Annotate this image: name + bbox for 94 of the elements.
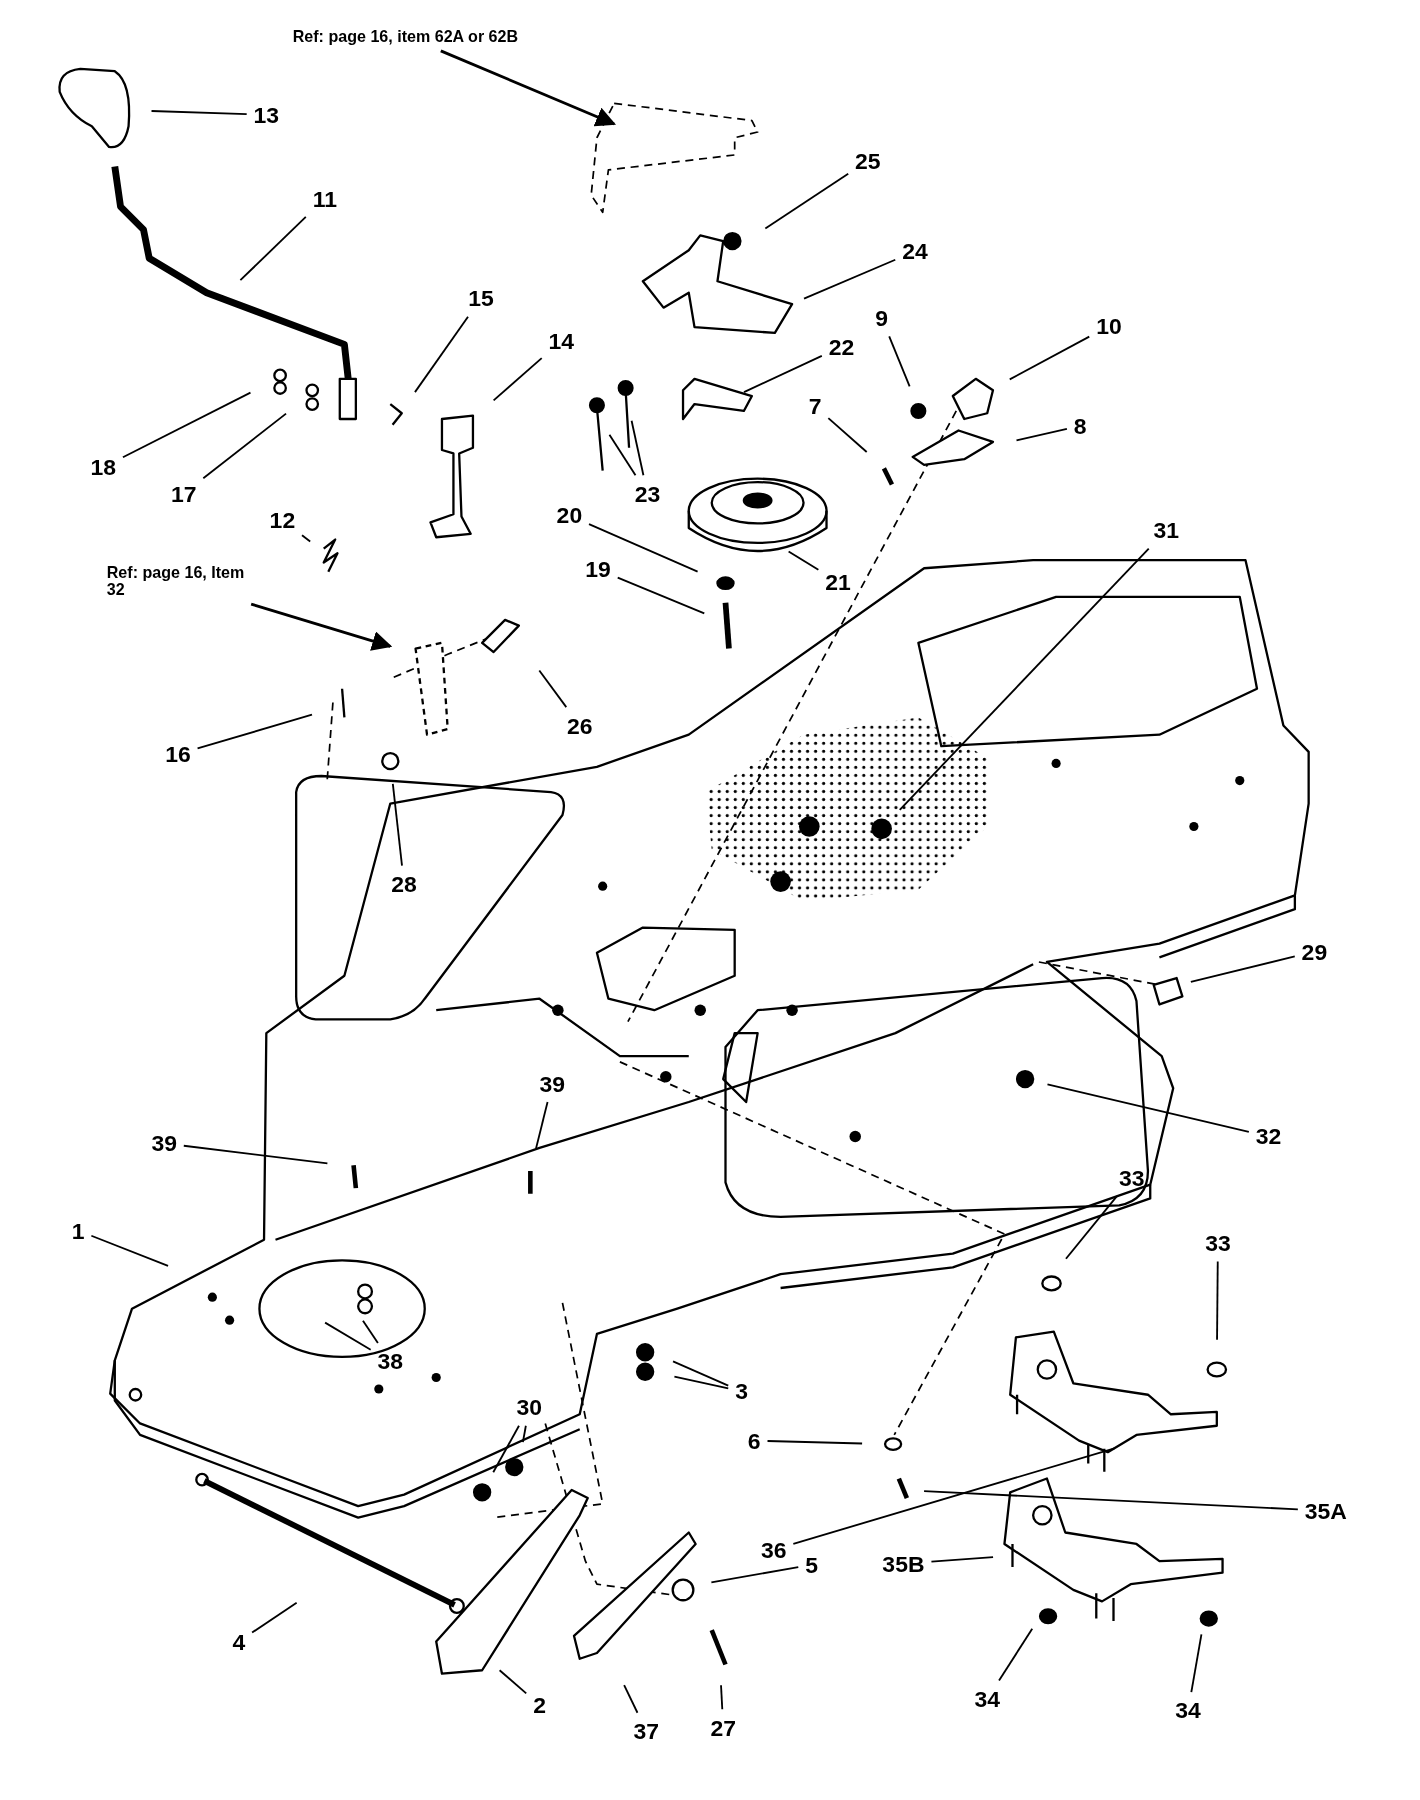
- leader-line: [150, 110, 248, 116]
- leader-line: [1190, 1633, 1203, 1693]
- callout-number: 23: [634, 481, 661, 507]
- leader-line: [1065, 1195, 1118, 1260]
- reference-note: Ref: page 16, item 62A or 62B: [292, 27, 638, 46]
- leader-line: [720, 1684, 724, 1711]
- callout-number: 26: [566, 712, 593, 739]
- leader-line: [888, 335, 911, 388]
- leader-line: [827, 417, 868, 453]
- leader-line: [122, 391, 252, 459]
- leader-line: [301, 534, 312, 543]
- leader-line: [1216, 1260, 1219, 1341]
- callout-number: 8: [1073, 413, 1087, 439]
- leader-line: [90, 1234, 169, 1267]
- callout-number: 4: [232, 1628, 246, 1655]
- callout-number: 35B: [882, 1550, 925, 1577]
- callout-number: 5: [805, 1552, 818, 1578]
- callout-number: 25: [855, 148, 881, 174]
- callout-number: 21: [825, 569, 851, 595]
- callout-number: 32: [1255, 1123, 1282, 1150]
- callout-number: 39: [539, 1071, 565, 1097]
- leader-line: [538, 669, 568, 709]
- leader-line: [1046, 1083, 1250, 1133]
- callout-number: 10: [1096, 313, 1122, 339]
- leader-line: [803, 258, 897, 300]
- callout-number: 29: [1301, 939, 1328, 965]
- callout-number: 13: [253, 102, 280, 128]
- leader-line: [1015, 427, 1068, 442]
- leader-line: [792, 1447, 1116, 1545]
- callout-number: 28: [391, 871, 417, 897]
- callout-number: 27: [710, 1715, 736, 1741]
- callout-number: 2: [533, 1692, 546, 1718]
- leader-line: [766, 1440, 863, 1445]
- reference-arrow: [440, 49, 616, 127]
- callout-number: 37: [633, 1718, 660, 1744]
- leader-line: [930, 1556, 994, 1563]
- callout-number: 19: [585, 556, 611, 582]
- callout-number: 34: [974, 1686, 1000, 1712]
- callout-number: 22: [828, 334, 855, 360]
- leader-line: [251, 1601, 298, 1634]
- leader-line: [743, 354, 823, 394]
- callout-number: 38: [377, 1348, 404, 1375]
- callout-number: 6: [747, 1428, 761, 1454]
- callout-number: 18: [90, 454, 117, 480]
- callout-number: 9: [875, 305, 888, 331]
- leader-line: [764, 172, 850, 230]
- callout-number: 20: [556, 502, 583, 529]
- leader-line: [492, 357, 543, 402]
- callout-number: 12: [269, 507, 296, 533]
- callout-number: 17: [170, 481, 197, 507]
- callout-number: 35A: [1304, 1498, 1347, 1524]
- leader-line: [1008, 335, 1091, 381]
- leader-line: [998, 1627, 1034, 1682]
- leader-line: [202, 412, 287, 480]
- leader-line: [710, 1566, 800, 1584]
- callout-number: 30: [516, 1394, 542, 1420]
- leader-line: [492, 1424, 520, 1474]
- leader-line: [673, 1375, 730, 1390]
- leader-line: [196, 713, 313, 750]
- leader-line: [630, 419, 645, 477]
- leader-line: [362, 1319, 379, 1344]
- leader-line: [616, 576, 706, 615]
- leader-line: [923, 1490, 1299, 1511]
- leader-line: [898, 547, 1150, 811]
- leader-line: [672, 1360, 730, 1387]
- callout-number: 31: [1153, 517, 1180, 543]
- callout-number: 14: [548, 328, 575, 354]
- leader-line: [182, 1144, 329, 1165]
- reference-note: Ref: page 16, Item 32: [106, 564, 256, 600]
- leader-line: [535, 1101, 549, 1150]
- callout-number: 39: [151, 1130, 177, 1156]
- callout-number: 34: [1175, 1697, 1201, 1724]
- callout-number: 33: [1119, 1165, 1145, 1191]
- leader-line: [239, 216, 307, 282]
- leader-line: [1189, 955, 1296, 983]
- leader-line: [414, 315, 469, 394]
- leader-line: [498, 1669, 528, 1695]
- callout-number: 36: [760, 1537, 787, 1563]
- leader-line: [521, 1424, 527, 1444]
- callout-number: 33: [1205, 1230, 1231, 1256]
- callout-number: 24: [902, 238, 928, 265]
- leader-line: [623, 1684, 639, 1714]
- callout-number: 16: [165, 741, 191, 767]
- callout-number: 11: [312, 185, 337, 212]
- callout-number: 1: [71, 1217, 85, 1244]
- callout-number: 3: [735, 1378, 748, 1404]
- callout-number: 7: [808, 393, 822, 419]
- reference-arrow: [250, 602, 393, 651]
- leader-line: [787, 550, 820, 571]
- callout-number: 15: [468, 285, 494, 312]
- leader-line: [588, 523, 699, 573]
- leader-line: [391, 783, 403, 867]
- leader-line: [324, 1321, 372, 1351]
- leader-line: [608, 433, 637, 477]
